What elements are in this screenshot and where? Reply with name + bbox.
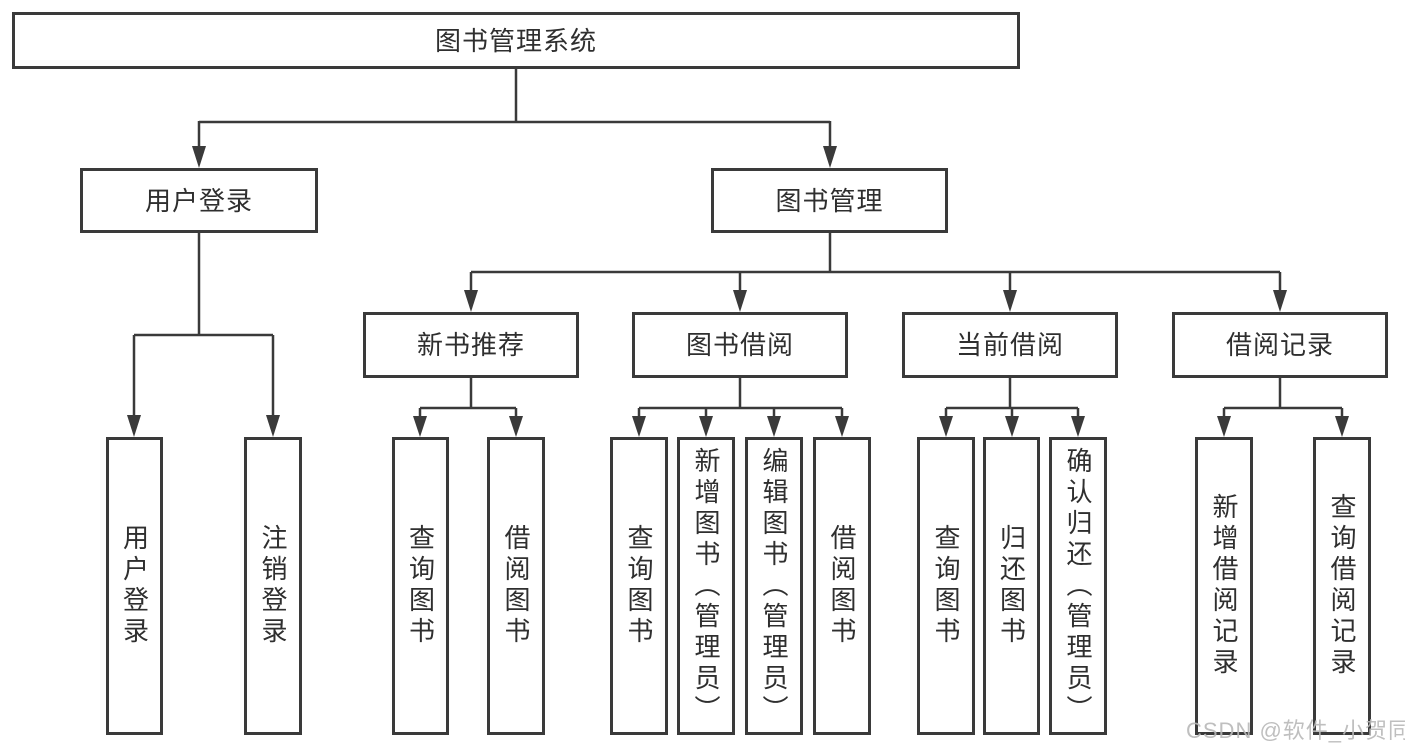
node-book-management: 图书管理: [711, 168, 948, 233]
node-label: 查询图书: [624, 524, 654, 648]
node-borrow-records: 借阅记录: [1172, 312, 1388, 378]
leaf-query-books-borrowing: 查询图书: [610, 437, 668, 735]
node-label: 新增借阅记录: [1209, 493, 1239, 679]
connector-user-login-to-leaves: [127, 233, 280, 437]
node-label: 图书借阅: [685, 330, 794, 360]
leaf-borrow-books-recommend: 借阅图书: [487, 437, 545, 735]
connector-book-mgmt-to-level3: [464, 233, 1287, 312]
leaf-confirm-return-admin: 确认归还（管理员）: [1049, 437, 1107, 735]
node-label: 确认归还（管理员）: [1063, 446, 1093, 726]
leaf-query-books-recommend: 查询图书: [392, 437, 449, 735]
watermark-text: CSDN @软件_小贺同学: [1186, 718, 1405, 743]
connector-book-borrow-to-leaves: [632, 378, 849, 437]
node-label: 用户登录: [119, 524, 150, 648]
leaf-add-borrow-record: 新增借阅记录: [1195, 437, 1253, 735]
node-label: 新书推荐: [416, 330, 525, 360]
leaf-borrow-books-borrowing: 借阅图书: [813, 437, 871, 735]
node-label: 当前借阅: [955, 330, 1064, 360]
connector-new-book-to-leaves: [413, 378, 523, 437]
node-label: 用户登录: [144, 185, 253, 216]
node-label: 借阅图书: [827, 524, 857, 648]
connector-borrow-records-to-leaves: [1217, 378, 1349, 437]
node-user-login: 用户登录: [80, 168, 318, 233]
node-book-borrowing: 图书借阅: [632, 312, 848, 378]
connector-current-borrow-to-leaves: [939, 378, 1085, 437]
node-label: 归还图书: [996, 524, 1027, 648]
node-current-borrowing: 当前借阅: [902, 312, 1118, 378]
node-label: 查询图书: [931, 524, 961, 648]
leaf-logout: 注销登录: [244, 437, 302, 735]
leaf-add-books-admin: 新增图书（管理员）: [677, 437, 735, 735]
leaf-user-login: 用户登录: [106, 437, 163, 735]
node-label: 编辑图书（管理员）: [759, 446, 789, 726]
leaf-edit-books-admin: 编辑图书（管理员）: [745, 437, 803, 735]
node-label: 借阅记录: [1225, 330, 1334, 360]
node-label: 图书管理: [775, 185, 884, 216]
leaf-return-books: 归还图书: [983, 437, 1040, 735]
node-label: 新增图书（管理员）: [691, 446, 721, 726]
leaf-query-books-current: 查询图书: [917, 437, 975, 735]
node-new-book-recommend: 新书推荐: [363, 312, 579, 378]
node-label: 图书管理系统: [434, 25, 597, 56]
connector-root-to-level2: [192, 68, 837, 168]
leaf-query-borrow-record: 查询借阅记录: [1313, 437, 1371, 735]
node-label: 借阅图书: [501, 524, 531, 648]
node-label: 查询借阅记录: [1327, 493, 1357, 679]
node-label: 查询图书: [405, 524, 436, 648]
node-system-root: 图书管理系统: [12, 12, 1020, 69]
node-label: 注销登录: [258, 524, 288, 648]
